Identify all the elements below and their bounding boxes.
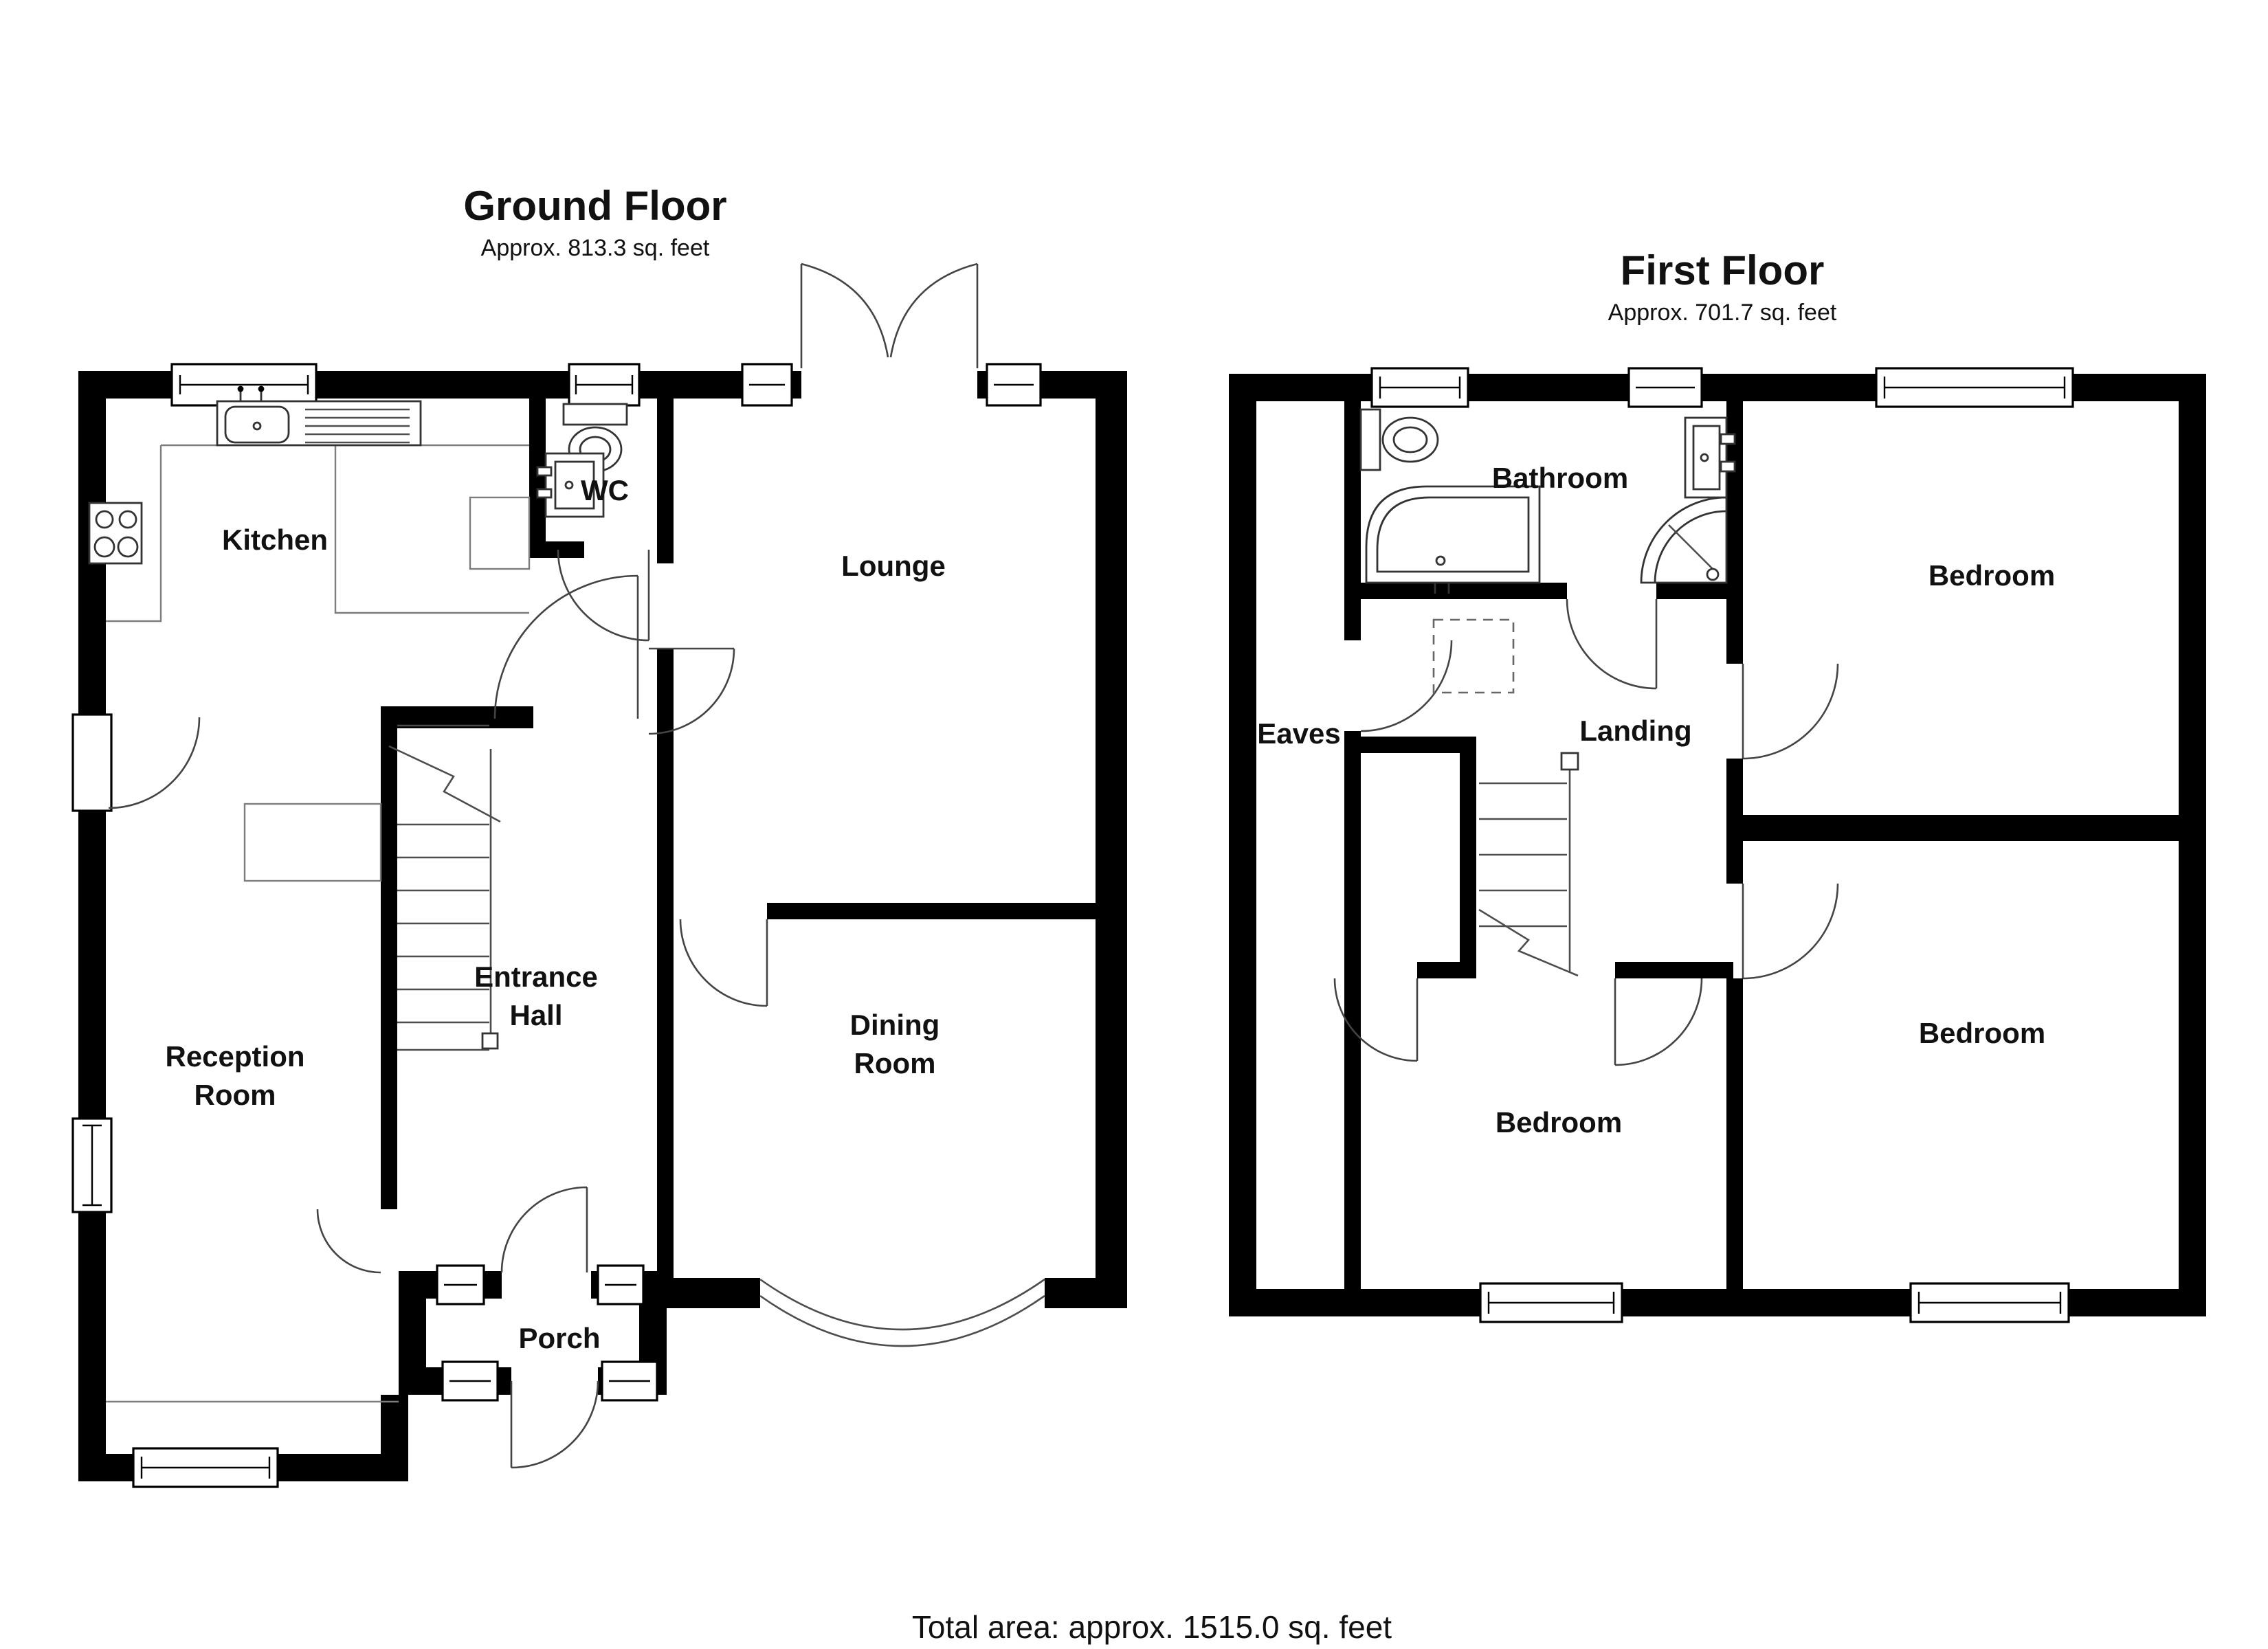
ground-floor-plan: Ground Floor Approx. 813.3 sq. feet [71, 183, 1127, 1488]
porch-window-top-right [597, 1264, 645, 1305]
svg-text:Reception: Reception [165, 1040, 304, 1073]
porch-window-top-left [436, 1264, 485, 1305]
kitchen-drainer [305, 408, 410, 444]
dining-door [679, 919, 768, 1007]
svg-text:Room: Room [854, 1047, 936, 1079]
staircase [388, 724, 501, 1051]
room-label-bedroom-rear-right: Bedroom [1919, 1017, 2045, 1049]
bedroom-rear-window [1909, 1282, 2070, 1323]
bedroom-rear-right-door [1742, 883, 1839, 980]
french-doors [800, 262, 979, 401]
kitchen-worktop [106, 444, 531, 622]
svg-text:Room: Room [194, 1079, 276, 1111]
room-label-porch: Porch [518, 1322, 600, 1354]
corner-shower [1640, 496, 1728, 584]
bedroom-rear-middle-door-right [1614, 978, 1703, 1066]
reception-door [316, 1209, 381, 1274]
staircase-first-floor [1478, 752, 1579, 977]
first-floor-title: First Floor [1621, 247, 1825, 293]
svg-text:Hall: Hall [509, 999, 562, 1031]
front-door [510, 1380, 599, 1469]
room-label-entrance-hall: Entrance Hall [474, 961, 598, 1031]
room-label-bedroom-rear-middle: Bedroom [1496, 1106, 1622, 1138]
ground-floor-interior-walls [381, 399, 1096, 1278]
first-floor-interior-walls [1344, 401, 2206, 1289]
porch-window-bottom-right [601, 1360, 658, 1402]
bedroom-rear-middle-door-left [1333, 978, 1419, 1062]
kitchen-door [493, 574, 639, 719]
room-label-wc: WC [581, 474, 629, 506]
porch-inner-door [500, 1186, 588, 1273]
bow-window [759, 1278, 1045, 1347]
bathroom-window-right [1627, 367, 1703, 408]
reception-window-left [71, 1117, 113, 1213]
side-door [71, 713, 201, 812]
total-area-label: Total area: approx. 1515.0 sq. feet [912, 1609, 1392, 1645]
room-label-reception-room: Reception Room [165, 1040, 304, 1111]
room-label-bedroom-front: Bedroom [1928, 559, 2055, 592]
eaves-door [1360, 640, 1453, 732]
wc-window [568, 363, 641, 407]
wash-basin [1684, 416, 1736, 499]
wc-basin [536, 452, 605, 518]
bathroom-window-left [1370, 367, 1469, 408]
svg-text:Dining: Dining [850, 1009, 940, 1041]
bedroom-front-door [1742, 663, 1839, 760]
first-floor-subtitle: Approx. 701.7 sq. feet [1608, 300, 1837, 326]
porch-window-bottom-left [441, 1360, 499, 1402]
chimney-breast [243, 803, 382, 882]
wc-toilet [562, 403, 628, 473]
ground-floor-subtitle: Approx. 813.3 sq. feet [481, 235, 710, 261]
kitchen-window [170, 363, 318, 407]
p-shaped-bath [1365, 485, 1541, 599]
lounge-window-left [741, 363, 793, 407]
first-floor-plan: First Floor Approx. 701.7 sq. feet [1229, 247, 2206, 1323]
lounge-door [648, 647, 735, 735]
room-label-eaves: Eaves [1257, 717, 1340, 750]
bedroom-front-window [1875, 367, 2074, 408]
kitchen-hob [88, 502, 143, 565]
room-label-dining-room: Dining Room [850, 1009, 940, 1079]
wc-door [557, 549, 650, 642]
ground-floor-title: Ground Floor [463, 183, 726, 229]
room-label-lounge: Lounge [841, 550, 946, 582]
toilet [1359, 408, 1439, 471]
room-label-bathroom: Bathroom [1492, 462, 1628, 494]
room-label-landing: Landing [1579, 715, 1691, 747]
loft-hatch [1432, 618, 1515, 694]
lounge-window-right [986, 363, 1042, 407]
svg-text:Entrance: Entrance [474, 961, 598, 993]
bathroom-door [1566, 598, 1658, 690]
bedroom-middle-window [1479, 1282, 1623, 1323]
room-label-kitchen: Kitchen [222, 524, 328, 556]
kitchen-unit [469, 496, 531, 570]
bay-window [106, 1400, 399, 1488]
kitchen-sink [216, 385, 422, 447]
